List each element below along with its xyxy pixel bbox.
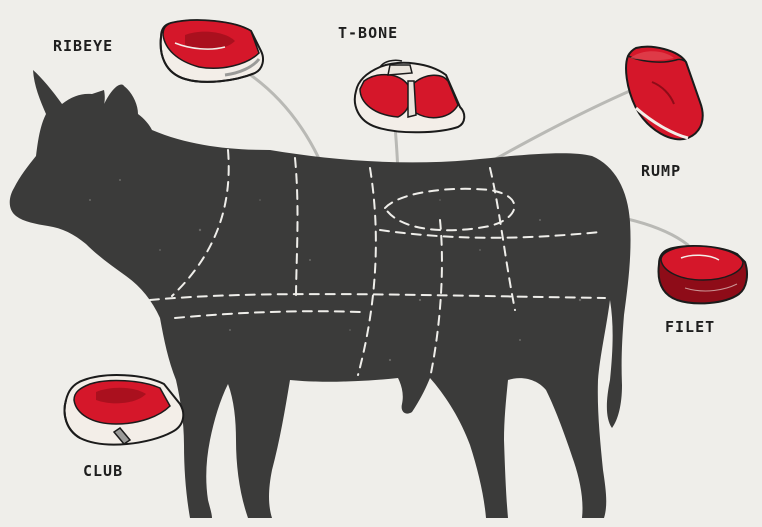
tbone-label: T-BONE xyxy=(338,24,398,42)
filet-label: FILET xyxy=(665,318,715,336)
filet-steak-icon xyxy=(659,246,747,303)
rump-steak-icon xyxy=(626,47,703,140)
club-label: CLUB xyxy=(83,462,123,480)
ribeye-label: RIBEYE xyxy=(53,37,113,55)
ribeye-steak-icon xyxy=(161,20,263,82)
club-steak-icon xyxy=(65,375,184,444)
rump-label: RUMP xyxy=(641,162,681,180)
tbone-steak-icon xyxy=(355,60,464,132)
